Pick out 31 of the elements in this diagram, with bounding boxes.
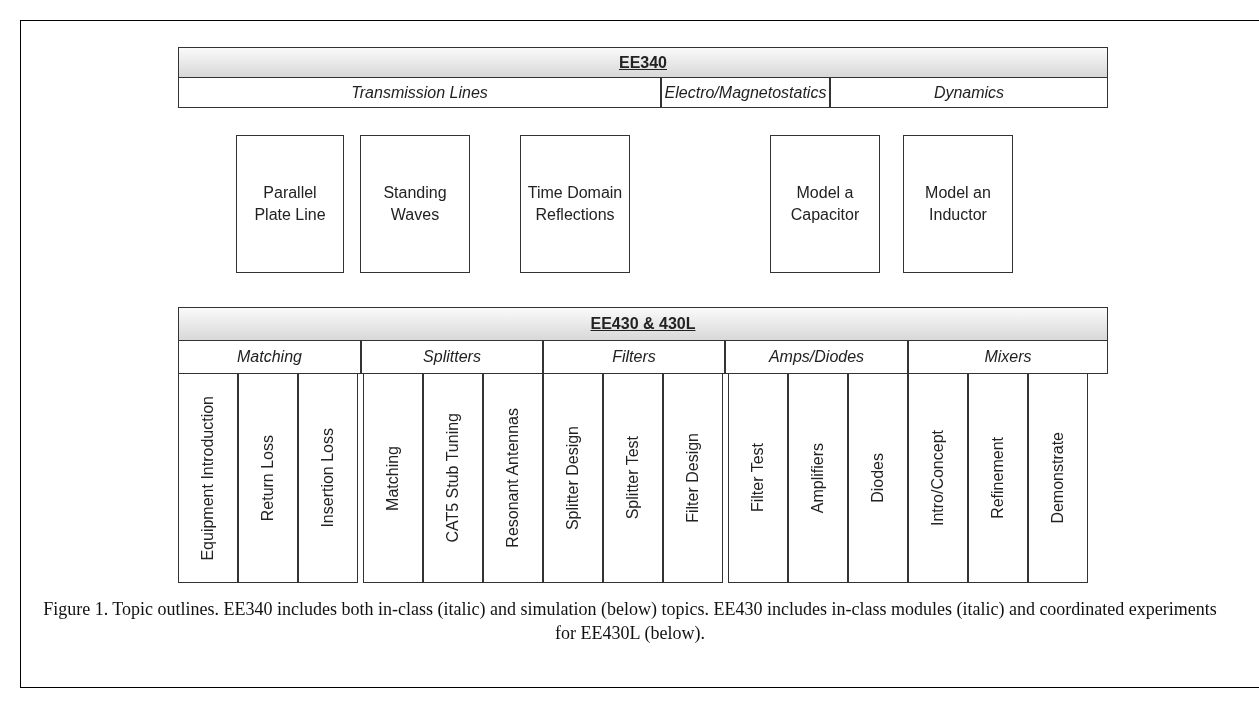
simulation-box: Time Domain Reflections bbox=[520, 135, 630, 273]
experiment-box: Demonstrate bbox=[1028, 373, 1088, 583]
experiment-box: Refinement bbox=[968, 373, 1028, 583]
simulation-box: Model a Capacitor bbox=[770, 135, 880, 273]
topic-band: Filters bbox=[543, 340, 725, 374]
simulation-box: Standing Waves bbox=[360, 135, 470, 273]
experiment-box: Insertion Loss bbox=[298, 373, 358, 583]
figure-caption: Figure 1. Topic outlines. EE340 includes both in-class (italic) and simulation (below) topics. EE430 includes in-class modules (italic) and coordinated experiments for EE430L (below). bbox=[42, 598, 1218, 646]
experiment-box: Equipment Introduction bbox=[178, 373, 238, 583]
experiment-box: Filter Design bbox=[663, 373, 723, 583]
topic-band: Mixers bbox=[908, 340, 1108, 374]
experiment-box: Return Loss bbox=[238, 373, 298, 583]
experiment-box: CAT5 Stub Tuning bbox=[423, 373, 483, 583]
experiment-box: Filter Test bbox=[728, 373, 788, 583]
topic-band: Electro/Magnetostatics bbox=[661, 77, 830, 108]
course-header-band: EE340 bbox=[178, 47, 1108, 78]
experiment-box: Resonant Antennas bbox=[483, 373, 543, 583]
experiment-box: Splitter Design bbox=[543, 373, 603, 583]
course-header-band: EE430 & 430L bbox=[178, 307, 1108, 341]
topic-band: Amps/Diodes bbox=[725, 340, 908, 374]
experiment-box: Amplifiers bbox=[788, 373, 848, 583]
experiment-box: Splitter Test bbox=[603, 373, 663, 583]
topic-band: Matching bbox=[178, 340, 361, 374]
topic-band: Splitters bbox=[361, 340, 543, 374]
experiment-box: Intro/Concept bbox=[908, 373, 968, 583]
topic-band: Dynamics bbox=[830, 77, 1108, 108]
experiment-box: Diodes bbox=[848, 373, 908, 583]
simulation-box: Parallel Plate Line bbox=[236, 135, 344, 273]
experiment-box: Matching bbox=[363, 373, 423, 583]
topic-band: Transmission Lines bbox=[178, 77, 661, 108]
simulation-box: Model an Inductor bbox=[903, 135, 1013, 273]
